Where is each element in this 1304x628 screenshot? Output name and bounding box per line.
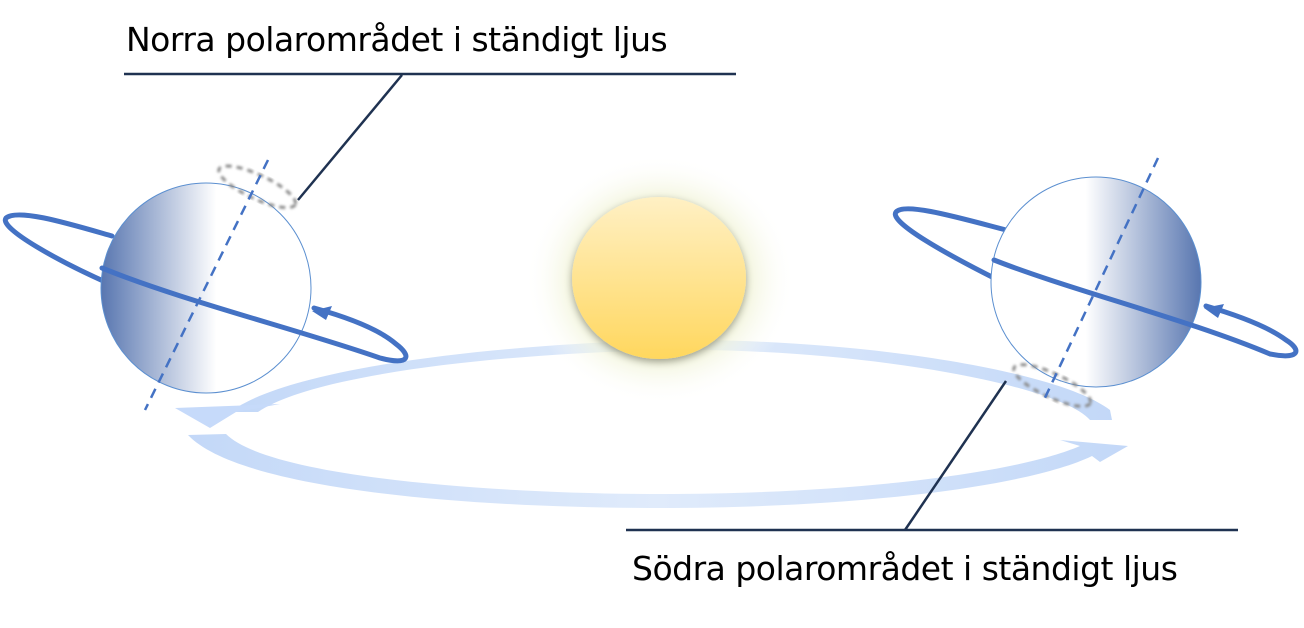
rotation-ring-front xyxy=(99,265,409,364)
rotation-ring-back xyxy=(2,212,115,287)
orbit-path xyxy=(175,340,1128,508)
north-polar-label: Norra polarområdet i ständigt ljus xyxy=(126,20,668,59)
rotation-arrowhead xyxy=(312,306,332,320)
orbit-upper-arc xyxy=(230,340,1112,420)
earth-globe xyxy=(990,176,1202,388)
callout-south xyxy=(626,380,1238,532)
orbit-lower-arc xyxy=(188,434,1128,508)
earth-axis xyxy=(143,159,270,411)
orbit-arrowhead-left xyxy=(175,404,280,428)
rotation-arrowhead xyxy=(1204,304,1224,318)
rotation-ring-front xyxy=(991,257,1299,359)
callout-leader xyxy=(903,380,1008,531)
callout-north xyxy=(124,72,736,201)
earth-axis xyxy=(1041,157,1160,403)
callout-leader xyxy=(297,74,403,201)
south-polar-label: Södra polarområdet i ständigt ljus xyxy=(632,549,1178,588)
sun xyxy=(525,155,795,405)
earth-right xyxy=(892,157,1299,408)
earth-left xyxy=(2,159,409,411)
rotation-ring-back xyxy=(892,206,1009,283)
sun-disc xyxy=(572,197,746,359)
